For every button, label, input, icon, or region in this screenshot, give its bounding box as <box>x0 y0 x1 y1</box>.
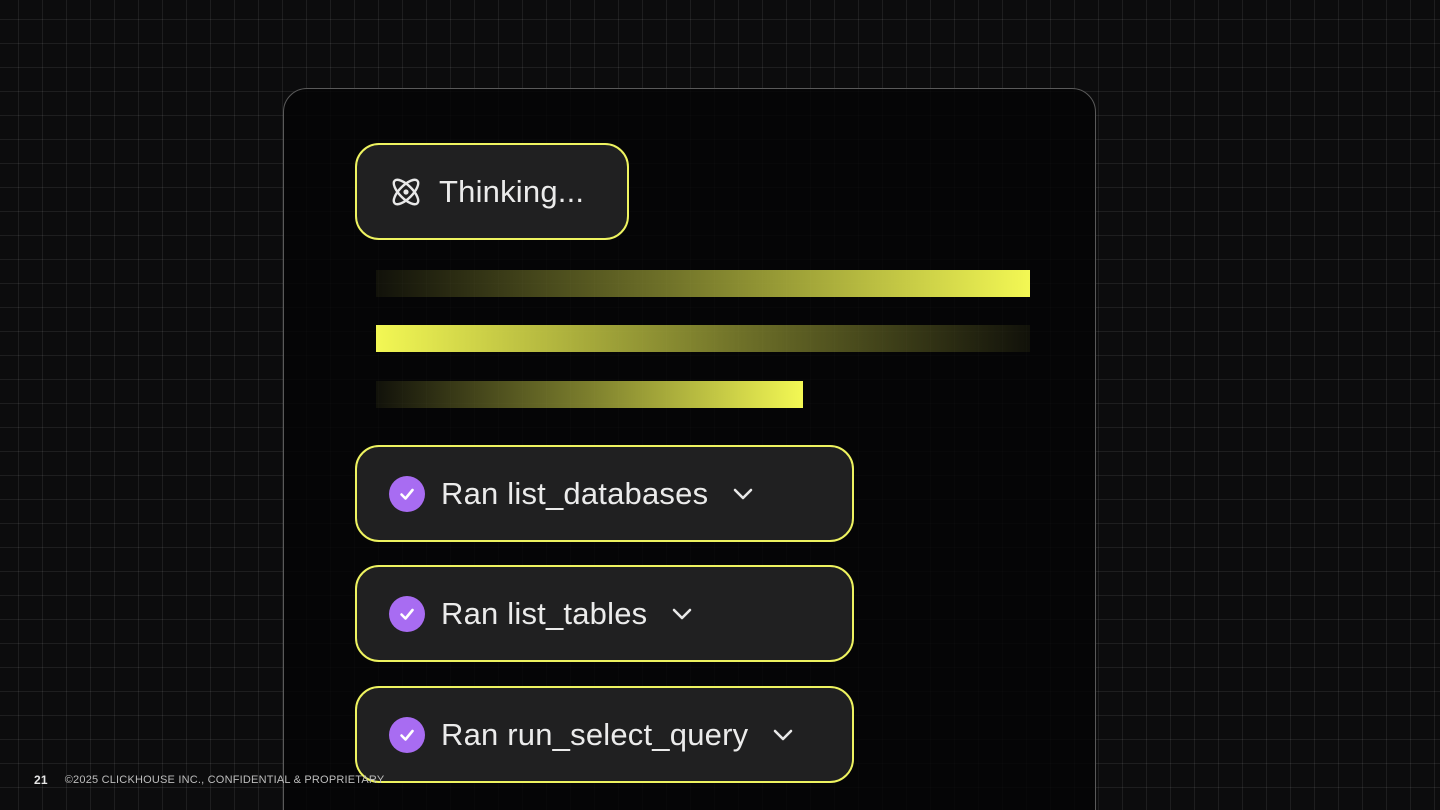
tool-call-label: Ran list_tables <box>441 595 648 631</box>
copyright-notice: ©2025 CLICKHOUSE INC., CONFIDENTIAL & PR… <box>64 774 385 786</box>
chevron-down-icon[interactable] <box>671 607 693 621</box>
check-icon <box>389 595 425 632</box>
thinking-label: Thinking... <box>439 173 585 209</box>
thinking-indicator: Thinking... <box>355 143 629 240</box>
thinking-progress-bar-3 <box>376 381 803 408</box>
check-icon <box>389 475 425 512</box>
tool-call-run-select-query[interactable]: Ran run_select_query <box>355 686 854 783</box>
thinking-progress-bar-2 <box>376 325 1030 352</box>
tool-call-label: Ran list_databases <box>441 475 709 511</box>
atom-icon <box>387 173 425 211</box>
check-icon <box>389 716 425 753</box>
thinking-progress-bar-1 <box>376 270 1030 297</box>
tool-call-label: Ran run_select_query <box>441 716 749 752</box>
tool-call-list-databases[interactable]: Ran list_databases <box>355 445 854 542</box>
page-number: 21 <box>34 773 48 787</box>
chevron-down-icon[interactable] <box>732 487 754 501</box>
chevron-down-icon[interactable] <box>772 728 794 742</box>
slide-footer: 21 ©2025 CLICKHOUSE INC., CONFIDENTIAL &… <box>34 773 384 787</box>
tool-call-list-tables[interactable]: Ran list_tables <box>355 565 854 662</box>
